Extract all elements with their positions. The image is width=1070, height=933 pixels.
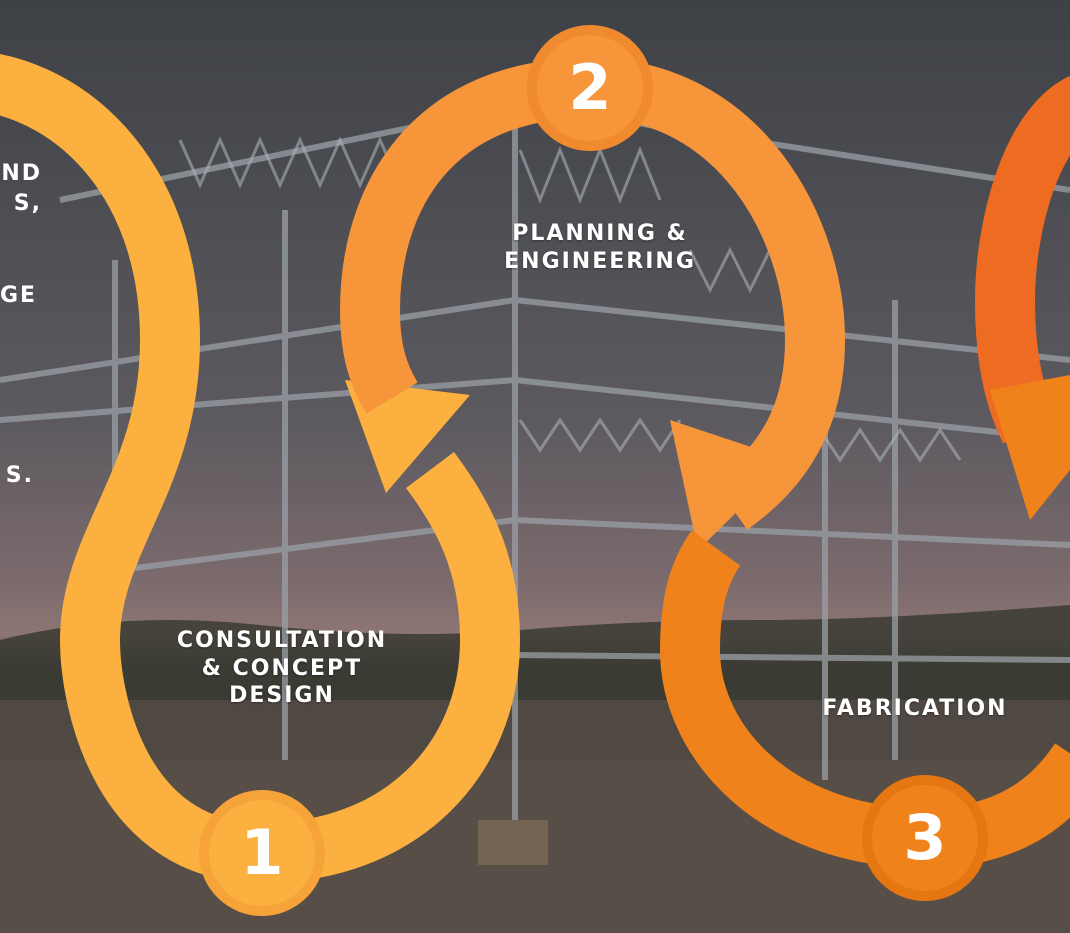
step3-label: FABRICATION (822, 696, 1008, 721)
partial-text-1: ND (1, 161, 42, 186)
step2-number: 2 (568, 51, 612, 124)
step4-arrowhead (990, 375, 1070, 520)
step3-number: 3 (903, 801, 947, 874)
step4-loop (974, 76, 1070, 520)
step1-loop (0, 54, 521, 883)
step1-number: 1 (240, 816, 284, 889)
step2-label: PLANNING &ENGINEERING (504, 221, 696, 274)
step2-number-circle (530, 28, 650, 148)
step2-arrowhead (670, 420, 790, 550)
roof-trusses (178, 136, 962, 463)
step1-arrowhead (345, 380, 470, 493)
step3-number-circle (865, 778, 985, 898)
partial-text-3: GE (0, 283, 38, 308)
step2-loop (339, 58, 846, 550)
partial-text-4: S. (5, 463, 34, 488)
partial-text-2: S, (13, 191, 42, 216)
step1-number-circle (202, 793, 322, 913)
